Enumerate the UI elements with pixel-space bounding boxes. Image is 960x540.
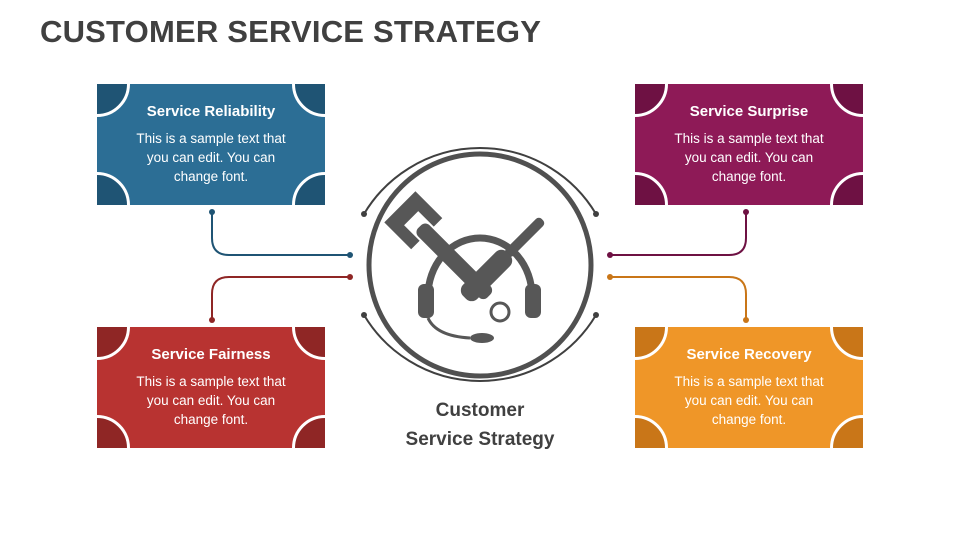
card-title: Service Recovery bbox=[686, 346, 812, 363]
card-corner-decoration bbox=[292, 172, 325, 205]
connector-dot bbox=[743, 209, 749, 215]
card-text: This is a sample text that you can edit.… bbox=[136, 374, 286, 427]
card-corner-decoration bbox=[292, 415, 325, 448]
connector-surprise bbox=[610, 212, 747, 256]
card-corner-decoration bbox=[97, 172, 130, 205]
connector-dot bbox=[347, 274, 353, 280]
card-title: Service Reliability bbox=[146, 103, 276, 120]
card-text: This is a sample text that you can edit.… bbox=[136, 131, 286, 184]
connector-dot bbox=[347, 252, 353, 258]
center-label-line1: Customer bbox=[435, 400, 525, 421]
slide-title: CUSTOMER SERVICE STRATEGY bbox=[40, 14, 542, 49]
connector-recovery bbox=[610, 276, 747, 320]
outer-arc-bottom bbox=[363, 314, 597, 382]
wrench-screwdriver-headset-icon bbox=[384, 191, 545, 343]
center-label-line2: Service Strategy bbox=[405, 429, 555, 450]
card-text: This is a sample text that you can edit.… bbox=[674, 374, 824, 427]
outer-arc-top bbox=[363, 147, 597, 215]
center-label: Customer Service Strategy bbox=[380, 396, 580, 454]
connector-dot bbox=[209, 317, 215, 323]
card-service-reliability: Service Reliability This is a sample tex… bbox=[97, 84, 325, 205]
card-service-surprise: Service Surprise This is a sample text t… bbox=[635, 84, 863, 205]
connector-dot bbox=[743, 317, 749, 323]
card-text: This is a sample text that you can edit.… bbox=[674, 131, 824, 184]
card-title: Service Surprise bbox=[689, 103, 809, 120]
card-title: Service Fairness bbox=[151, 346, 271, 363]
connector-dot bbox=[607, 252, 613, 258]
connector-fairness bbox=[211, 276, 350, 320]
connector-dot bbox=[209, 209, 215, 215]
card-corner-decoration bbox=[635, 172, 668, 205]
card-corner-decoration bbox=[97, 415, 130, 448]
connector-dot bbox=[607, 274, 613, 280]
card-corner-decoration bbox=[830, 172, 863, 205]
card-corner-decoration bbox=[830, 415, 863, 448]
card-corner-decoration bbox=[635, 415, 668, 448]
card-service-fairness: Service Fairness This is a sample text t… bbox=[97, 327, 325, 448]
card-service-recovery: Service Recovery This is a sample text t… bbox=[635, 327, 863, 448]
connector-reliability bbox=[211, 212, 350, 256]
